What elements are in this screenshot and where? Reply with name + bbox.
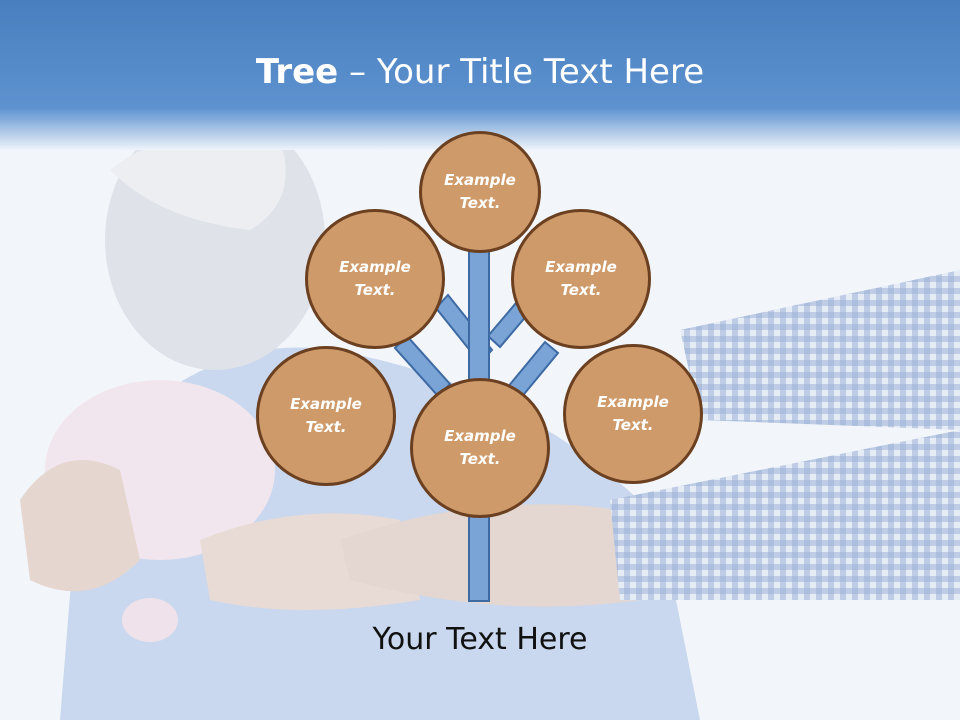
hand-left-shape xyxy=(20,460,140,592)
sleeve-upper-shape xyxy=(680,270,960,430)
tree-node-label: Example Text. xyxy=(444,171,516,212)
title-rest: Your Title Text Here xyxy=(376,52,705,92)
sleeve-lower-shape xyxy=(610,430,960,600)
tree-node-label: Example Text. xyxy=(597,393,669,434)
header-band xyxy=(0,0,960,150)
tree-node-label: Example Text. xyxy=(545,258,617,299)
title-dash: – xyxy=(338,52,377,92)
tree-node-lower-right: Example Text. xyxy=(563,344,703,484)
tree-node-top: Example Text. xyxy=(419,131,541,253)
title-bold: Tree xyxy=(255,52,339,92)
footer-text: Your Text Here xyxy=(372,622,588,657)
slide-title: Tree – Your Title Text Here xyxy=(0,52,960,92)
tree-node-upper-right: Example Text. xyxy=(511,209,651,349)
tree-node-label: Example Text. xyxy=(290,395,362,436)
tree-node-label: Example Text. xyxy=(339,258,411,299)
tree-node-label: Example Text. xyxy=(444,427,516,468)
tree-node-center: Example Text. xyxy=(410,378,550,518)
tree-node-lower-left: Example Text. xyxy=(256,346,396,486)
tree-node-upper-left: Example Text. xyxy=(305,209,445,349)
